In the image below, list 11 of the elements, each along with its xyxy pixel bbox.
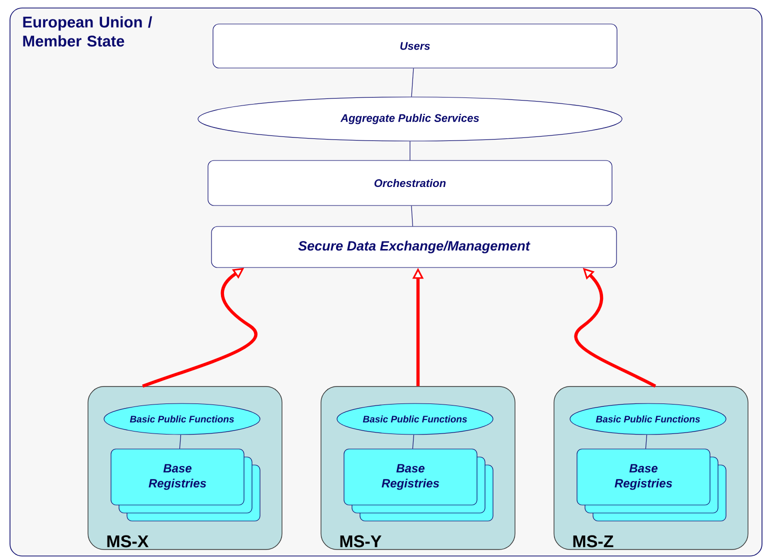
connector-line [412,434,414,449]
registry-stack: Base Registries [110,448,260,522]
layer-box: Users [212,24,618,68]
registry-stack: Base Registries [576,448,726,522]
connector-line [645,434,648,449]
connector-line [411,68,414,97]
layer-box: Secure Data Exchange/Management [211,226,617,268]
connector-line [179,434,182,449]
registry-stack: Base Registries [344,448,494,522]
connector-line [411,206,413,226]
layer-box: Orchestration [208,160,612,206]
